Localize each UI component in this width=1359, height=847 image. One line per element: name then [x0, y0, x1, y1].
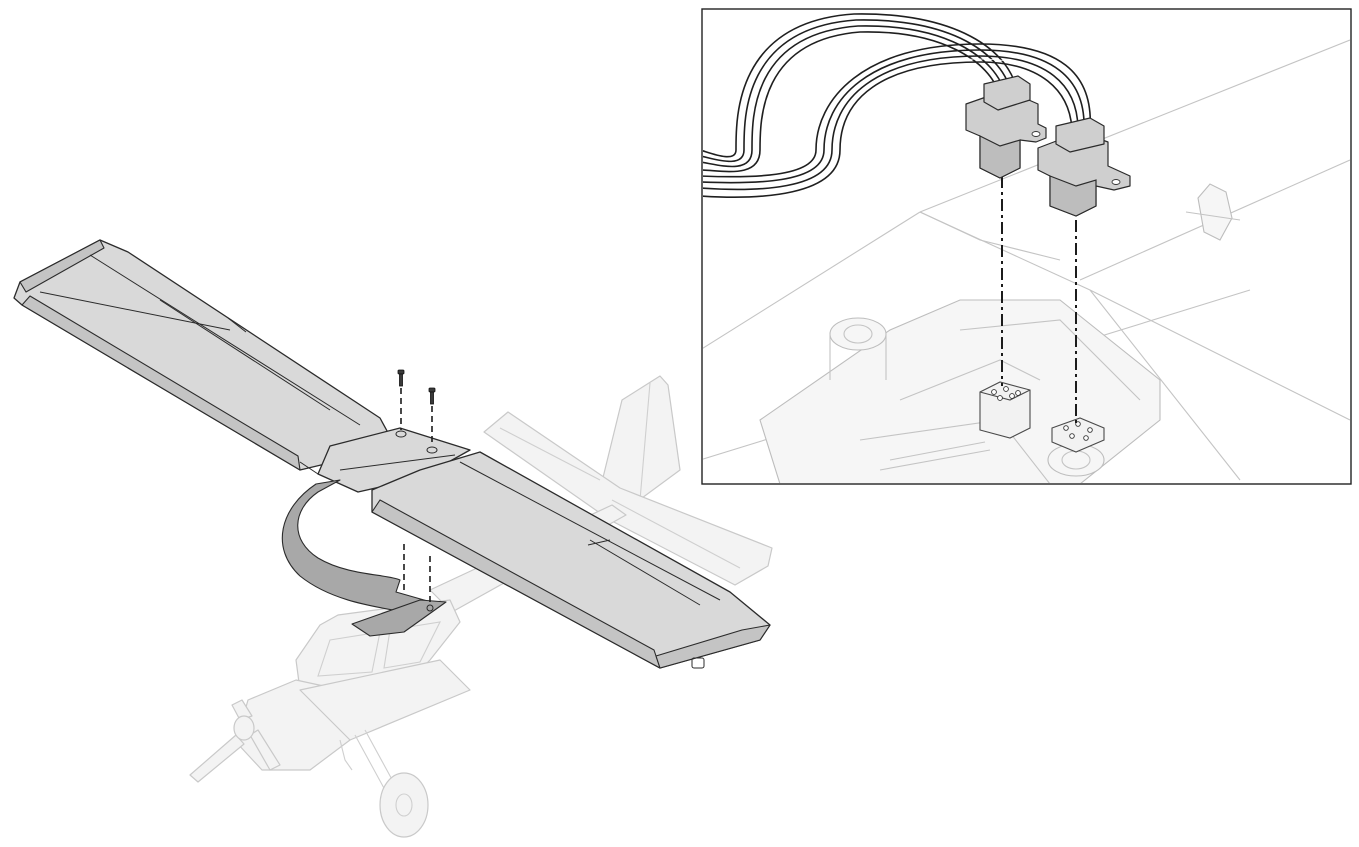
wing-assembly [13, 239, 771, 669]
horizontal-stabilizer [483, 411, 773, 586]
main-wheel [379, 772, 429, 838]
fuselage-port-right [1051, 417, 1105, 453]
wing-screw-right [426, 387, 438, 454]
connector-detail-inset [701, 8, 1352, 485]
left-aileron [21, 295, 301, 471]
servo-wire-bundle [703, 13, 1092, 198]
wing-left-panel [13, 239, 393, 471]
right-aileron [371, 499, 661, 669]
wing-plug-right [1037, 117, 1131, 217]
wing-plug-left [965, 75, 1047, 179]
mount-boss-left [829, 317, 887, 351]
wing-screw-left [395, 369, 407, 438]
fuselage-ghost [189, 375, 773, 838]
fuselage-port-left [979, 381, 1031, 439]
